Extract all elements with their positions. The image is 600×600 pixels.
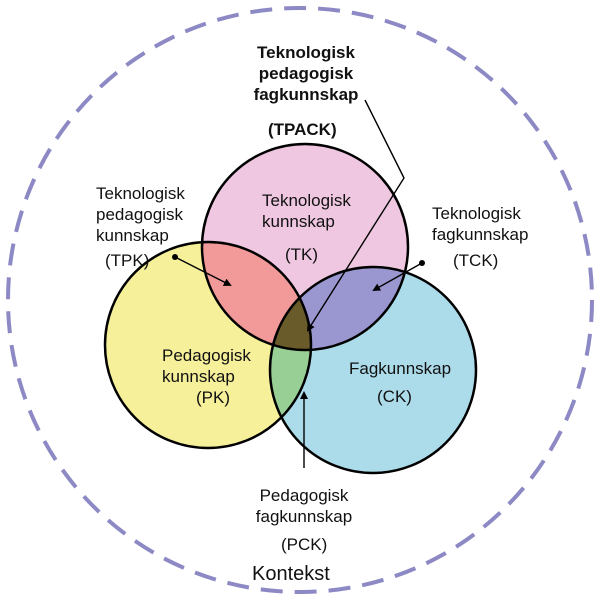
pk-label-line1: Pedagogisk [162, 346, 251, 365]
tpk-label-line2: pedagogisk [96, 205, 183, 224]
pck-label-line2: fagkunnskap [255, 507, 353, 526]
tk-label-line2: kunnskap [262, 212, 335, 231]
tpk-label: Teknologisk pedagogisk kunnskap [96, 183, 185, 246]
tk-label-line1: Teknologisk [262, 191, 351, 210]
tpack-abbr: (TPACK) [268, 120, 337, 139]
ck-outline [268, 265, 478, 475]
tpack-label-line2: pedagogisk [258, 64, 354, 83]
pk-label-line2: kunnskap [162, 367, 235, 386]
tpk-abbr: (TPK) [105, 251, 150, 270]
tck-abbr: (TCK) [453, 251, 499, 270]
ck-label: Fagkunnskap [349, 359, 452, 378]
tk-outline [200, 142, 410, 352]
tck-label-line2: fagkunnskap [432, 225, 529, 244]
context-label: Kontekst [252, 563, 330, 585]
tpack-label-line1: Teknologisk [257, 43, 355, 62]
tpk-label-line3: kunnskap [96, 226, 169, 245]
tk-abbr: (TK) [285, 245, 319, 264]
context-ring [6, 6, 594, 594]
pk-abbr: (PK) [196, 388, 230, 407]
tk-label: Teknologisk kunnskap [262, 190, 351, 232]
pk-label: Pedagogisk kunnskap [162, 345, 251, 387]
pck-label-line1: Pedagogisk [259, 486, 349, 505]
tck-label: Teknologisk fagkunnskap [432, 203, 528, 245]
tck-pointer [372, 262, 423, 291]
tpack-pointer [306, 99, 405, 332]
tck-overlap [270, 267, 408, 350]
pk-outline [103, 240, 313, 450]
tpk-label-line1: Teknologisk [96, 184, 185, 203]
tpk-pointer [174, 256, 232, 286]
tck-label-line1: Teknologisk [432, 204, 521, 223]
tpack-label-line3: fagkunnskap [253, 85, 359, 104]
pck-label: Pedagogisk fagkunnskap [244, 485, 364, 527]
tpack-label: Teknologisk pedagogisk fagkunnskap [236, 42, 376, 105]
ck-abbr: (CK) [377, 387, 412, 406]
pck-abbr: (PCK) [281, 535, 328, 554]
